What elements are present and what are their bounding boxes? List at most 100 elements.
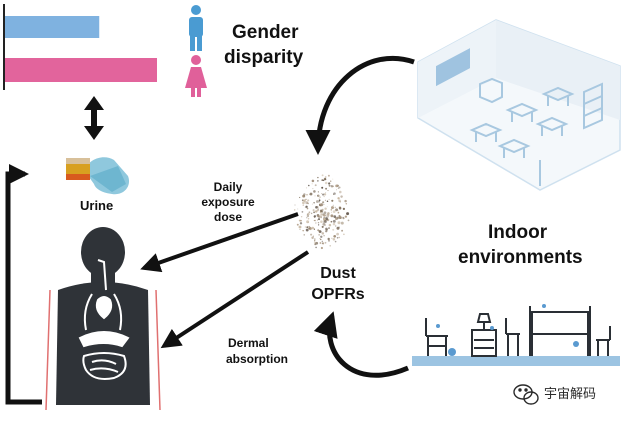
dust-particle xyxy=(330,180,332,182)
dust-particle xyxy=(306,226,309,229)
dust-particle xyxy=(325,187,328,190)
dust-particle xyxy=(337,197,340,200)
dust-particle xyxy=(309,192,313,196)
dust-particle xyxy=(328,198,330,200)
dust-particle xyxy=(320,203,324,207)
dust-particle xyxy=(310,233,313,236)
dust-particle xyxy=(323,220,327,224)
watermark-text: 宇宙解码 xyxy=(544,387,596,402)
dust-particle xyxy=(308,211,311,214)
female-bar xyxy=(5,58,157,82)
gender-disparity-line2: disparity xyxy=(224,47,304,68)
dust-particle xyxy=(321,211,323,213)
dust-particle xyxy=(331,185,334,188)
dust-particle xyxy=(332,210,336,214)
dust-particle xyxy=(321,174,324,177)
dust-particle xyxy=(302,204,304,206)
dust-particle xyxy=(313,211,315,214)
dust-label: Dust xyxy=(320,265,356,282)
dust-particle xyxy=(335,184,338,188)
dust-particle xyxy=(306,194,308,196)
dust-particle xyxy=(341,222,344,225)
dust-particle xyxy=(314,243,317,246)
daily-exposure-label-line1: Daily xyxy=(214,180,243,194)
dust-particle xyxy=(345,203,348,205)
dust-particle xyxy=(300,219,302,222)
dust-particle xyxy=(304,206,306,208)
dust-particle xyxy=(324,176,327,178)
dust-particle xyxy=(332,178,334,180)
dust-particle xyxy=(325,192,327,193)
dust-particle xyxy=(323,193,327,196)
dust-particle xyxy=(299,229,301,230)
dust-particle xyxy=(317,221,320,224)
dust-particle xyxy=(312,235,314,237)
dust-particle xyxy=(337,210,339,212)
dust-particle xyxy=(305,205,308,208)
dust-particle xyxy=(311,203,313,205)
dust-particle xyxy=(322,221,324,223)
dust-particle xyxy=(314,195,316,197)
dust-particle xyxy=(320,210,323,212)
dust-particle xyxy=(316,209,319,212)
dust-particle xyxy=(303,193,306,196)
dust-particle xyxy=(311,179,315,183)
dust-particle xyxy=(336,232,339,236)
dust-particle xyxy=(314,238,316,240)
dust-particle xyxy=(330,209,333,211)
dust-particle xyxy=(315,241,319,245)
dust-particle xyxy=(329,185,331,187)
dust-particle xyxy=(314,240,316,242)
dust-particle xyxy=(317,194,320,197)
dust-particle xyxy=(324,178,327,181)
dust-particle xyxy=(320,246,323,250)
dust-particle xyxy=(318,234,320,236)
dust-particle xyxy=(320,238,322,241)
watermark: 宇宙解码 xyxy=(513,384,596,405)
dust-particle xyxy=(310,212,313,215)
dust-particle xyxy=(313,202,315,204)
dust-particle xyxy=(306,202,309,204)
bedroom-illustration xyxy=(412,304,620,366)
dust-particle xyxy=(313,190,316,193)
dust-particle xyxy=(324,199,326,201)
dust-particle xyxy=(308,184,310,187)
feedback-loop-arrow xyxy=(5,164,42,405)
dust-particle xyxy=(338,186,341,189)
dust-particle xyxy=(303,199,306,202)
dust-particle xyxy=(299,196,301,199)
dust-particle xyxy=(328,182,331,185)
dust-particle xyxy=(346,212,350,216)
dust-particle xyxy=(293,209,296,211)
dust-particle xyxy=(319,196,321,198)
dust-particle xyxy=(321,208,324,211)
dust-particle xyxy=(323,217,326,221)
dust-particle xyxy=(335,225,337,227)
dust-particle xyxy=(315,246,317,249)
dust-particle xyxy=(327,174,330,177)
classroom-to-dust-arrow xyxy=(305,55,415,155)
dust-particle xyxy=(314,219,316,222)
dust-particle xyxy=(342,207,346,211)
dust-particle xyxy=(337,216,340,219)
dust-particle xyxy=(298,219,301,222)
dust-particle xyxy=(304,226,307,228)
dust-particle xyxy=(307,217,310,220)
dust-particle xyxy=(319,203,321,205)
dust-particle xyxy=(320,220,323,223)
dust-particle xyxy=(336,236,339,239)
dust-particle xyxy=(318,215,321,217)
dust-particle xyxy=(334,206,336,208)
dust-particle xyxy=(323,203,325,205)
gender-disparity-line1: Gender xyxy=(232,22,299,43)
bedroom-to-dust-arrow xyxy=(313,311,409,378)
dust-particle xyxy=(321,215,323,217)
dust-particle xyxy=(323,211,327,215)
daily-exposure-label-line3: dose xyxy=(214,210,242,224)
dust-particle xyxy=(321,186,324,189)
dust-particle xyxy=(322,179,325,182)
dust-particle xyxy=(342,217,345,220)
dust-particle xyxy=(314,210,318,213)
classroom-illustration xyxy=(417,19,621,191)
